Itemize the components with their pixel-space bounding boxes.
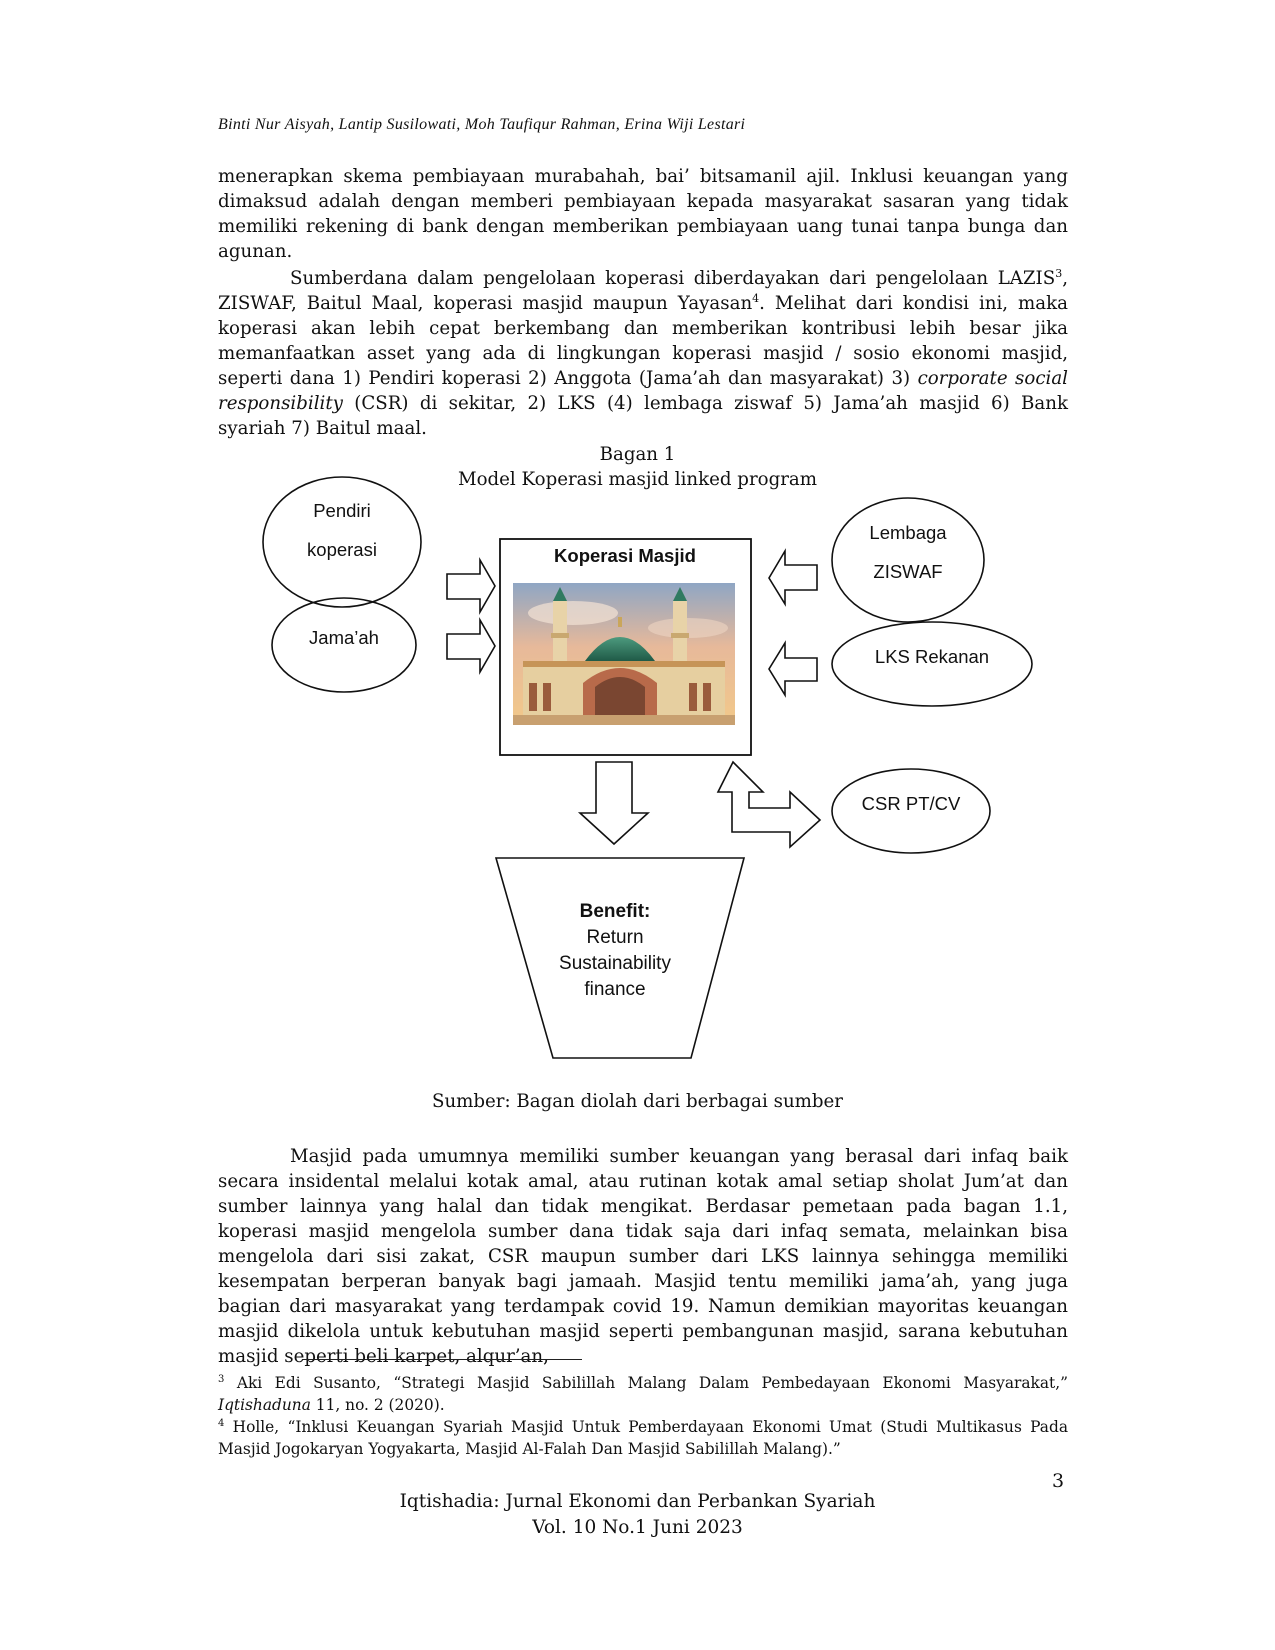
figure-caption-title: Model Koperasi masjid linked program — [457, 469, 818, 490]
arrow-lembaga-to-koperasi — [768, 548, 818, 607]
page-number: 3 — [1052, 1470, 1065, 1492]
label-koperasi-masjid: Koperasi Masjid — [554, 545, 696, 566]
footnote-divider — [302, 1359, 582, 1360]
figure-caption-number: Bagan 1 — [599, 444, 676, 465]
footnote-3: 3 Aki Edi Susanto, “Strategi Masjid Sabi… — [218, 1372, 1068, 1416]
footer-volume: Vol. 10 No.1 Juni 2023 — [532, 1517, 743, 1538]
arrow-pendiri-to-koperasi — [446, 557, 496, 615]
footnote-4-number: 4 — [218, 1417, 225, 1429]
label-csr: CSR PT/CV — [861, 793, 961, 814]
footnote-ref-3[interactable]: 3 — [1055, 266, 1063, 280]
footnote-3-journal: Iqtishaduna — [218, 1396, 311, 1414]
footer-journal-name: Iqtishadia: Jurnal Ekonomi dan Perbankan… — [399, 1491, 876, 1512]
footnote-4: 4 Holle, “Inklusi Keuangan Syariah Masji… — [218, 1416, 1068, 1460]
arrow-jamaah-to-koperasi — [446, 617, 496, 675]
label-lembaga-line1: Lembaga — [869, 522, 947, 543]
node-koperasi-box — [499, 538, 752, 756]
mosque-image — [513, 583, 735, 725]
node-pendiri-ellipse — [262, 476, 422, 608]
paragraph-masjid: Masjid pada umumnya memiliki sumber keua… — [218, 1146, 1068, 1367]
arrow-lks-to-koperasi — [768, 640, 818, 698]
node-csr-ellipse — [831, 768, 991, 854]
footnote-4-text: Holle, “Inklusi Keuangan Syariah Masjid … — [218, 1418, 1068, 1458]
p2-italic-csr: corporate social responsibility — [218, 368, 1068, 414]
footnote-3-text-b: 11, no. 2 (2020). — [310, 1396, 445, 1414]
node-jamaah-ellipse — [271, 597, 417, 693]
p2-text-b: , ZISWAF, Baitul Maal, koperasi masjid m… — [218, 268, 1068, 314]
footnote-3-text-a: Aki Edi Susanto, “Strategi Masjid Sabili… — [224, 1374, 1068, 1392]
node-lks-ellipse — [831, 621, 1033, 707]
benefit-finance: finance — [584, 979, 646, 1000]
p2-text-c: . Melihat dari kondisi ini, maka koperas… — [218, 293, 1068, 389]
running-head-authors: Binti Nur Aisyah, Lantip Susilowati, Moh… — [218, 116, 746, 133]
arrow-koperasi-csr-bidirectional — [716, 760, 822, 849]
benefit-return: Return — [586, 927, 644, 948]
benefit-text: Benefit: Return Sustainability finance — [520, 899, 710, 1003]
p2-text-d: (CSR) di sekitar, 2) LKS (4) lembaga zis… — [218, 393, 1068, 439]
figure-source: Sumber: Bagan diolah dari berbagai sumbe… — [431, 1091, 844, 1112]
benefit-title: Benefit: — [579, 901, 651, 922]
benefit-sustainability: Sustainability — [559, 953, 671, 974]
label-lembaga-line2: ZISWAF — [873, 561, 943, 582]
p2-text-a: Sumberdana dalam pengelolaan koperasi di… — [290, 268, 1056, 289]
footnote-ref-4[interactable]: 4 — [752, 291, 760, 305]
paragraph-continuation: menerapkan skema pembiayaan murabahah, b… — [218, 166, 1068, 262]
node-benefit-funnel — [494, 857, 746, 1059]
arrow-koperasi-to-benefit — [577, 761, 651, 846]
label-pendiri-line1: Pendiri — [313, 500, 371, 521]
label-lks: LKS Rekanan — [874, 646, 990, 667]
footnote-3-number: 3 — [218, 1373, 225, 1385]
paragraph-sumberdana: Sumberdana dalam pengelolaan koperasi di… — [218, 266, 1068, 441]
label-jamaah: Jama’ah — [309, 627, 379, 648]
label-pendiri-line2: koperasi — [307, 539, 377, 560]
node-lembaga-ellipse — [831, 497, 985, 623]
